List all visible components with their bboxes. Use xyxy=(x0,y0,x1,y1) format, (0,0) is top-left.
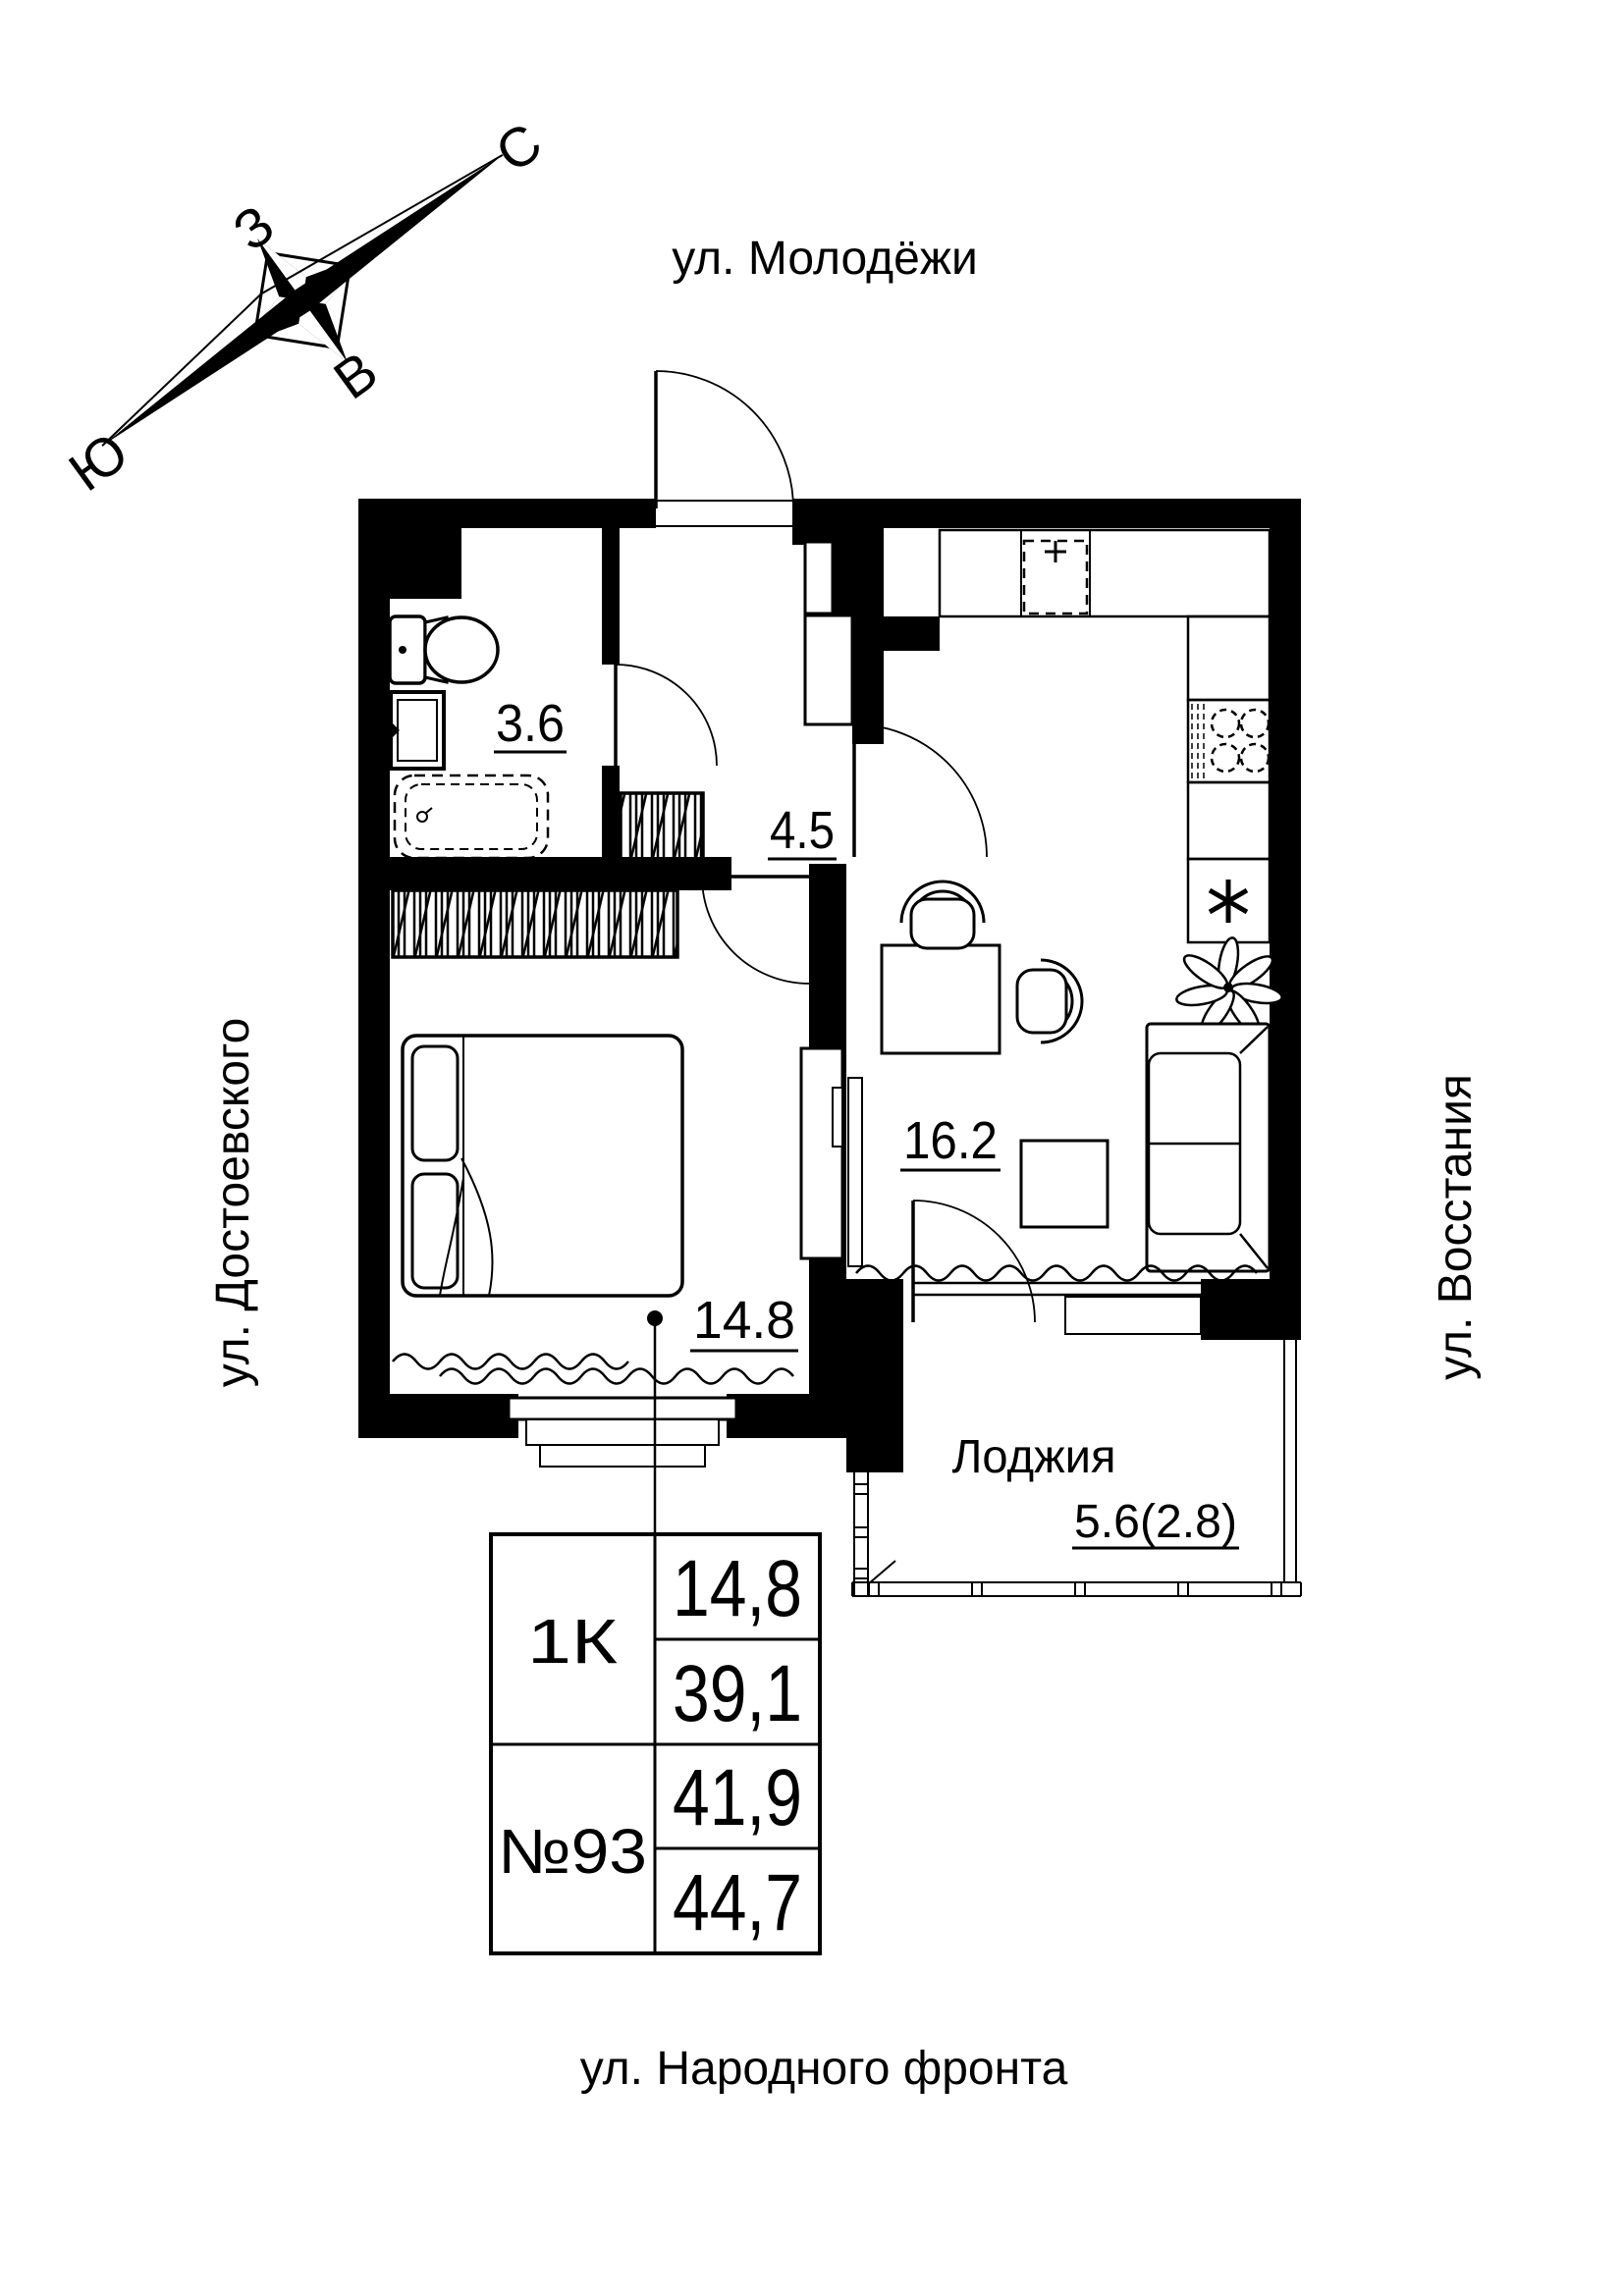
radiator-icon xyxy=(855,1264,1258,1282)
tv-icon xyxy=(847,1077,863,1267)
balcony-door-icon xyxy=(911,1200,1036,1323)
chair-icon xyxy=(899,880,986,950)
room-label-hallway: 4.5 xyxy=(768,801,837,861)
bedroom-door-icon xyxy=(701,875,810,985)
room-label-kitchen-living: 16.2 xyxy=(900,1111,1001,1172)
dresser-icon xyxy=(799,1046,844,1260)
vent-shaft-icon xyxy=(803,540,854,726)
chair-icon xyxy=(1015,958,1084,1044)
bedroom-window-icon xyxy=(507,1396,738,1468)
livingroom-door-icon xyxy=(852,723,988,858)
callout xyxy=(647,1310,663,1534)
street-label-left: ул. Достоевского xyxy=(207,1018,259,1388)
info-unit-type: 1К xyxy=(527,1606,618,1677)
desk-icon xyxy=(880,943,1001,1055)
svg-text:4.5: 4.5 xyxy=(770,801,835,860)
kitchen-counter-icon xyxy=(938,528,1271,702)
bed-icon xyxy=(401,1034,684,1298)
street-label-bottom: ул. Народного фронта xyxy=(580,2043,1068,2095)
info-value-2: 41,9 xyxy=(673,1753,802,1842)
svg-text:5.6(2.8): 5.6(2.8) xyxy=(1074,1496,1237,1548)
toilet-icon xyxy=(388,614,500,685)
sofa-icon xyxy=(1145,1022,1271,1273)
entrance-door-icon xyxy=(654,370,794,527)
info-value-1: 39,1 xyxy=(673,1649,802,1738)
bathroom-door-icon xyxy=(614,664,718,767)
svg-text:16.2: 16.2 xyxy=(903,1111,998,1170)
street-label-right: ул. Восстания xyxy=(1430,1074,1482,1380)
coffee-table-icon xyxy=(1019,1139,1109,1229)
info-value-total: 44,7 xyxy=(673,1858,802,1948)
info-value-living: 14,8 xyxy=(673,1544,802,1633)
balcony-window-icon xyxy=(913,1281,1202,1335)
info-apartment-number: №93 xyxy=(498,1816,647,1887)
svg-text:Лоджия: Лоджия xyxy=(952,1431,1116,1483)
svg-text:3.6: 3.6 xyxy=(496,694,565,753)
wardrobe-icon xyxy=(391,888,679,959)
room-label-bedroom: 14.8 xyxy=(690,1291,798,1353)
closet-icon xyxy=(619,791,705,868)
apartment-info-table: 1К №93 14,8 39,1 41,9 44,7 xyxy=(489,1532,822,1955)
room-label-bathroom: 3.6 xyxy=(494,694,567,754)
svg-text:14.8: 14.8 xyxy=(693,1291,795,1350)
room-label-loggia: Лоджия 5.6(2.8) xyxy=(952,1431,1239,1550)
walls xyxy=(358,499,1301,1472)
sink-icon xyxy=(384,690,446,771)
bathtub-icon xyxy=(393,774,550,860)
radiator-icon xyxy=(439,1367,794,1385)
radiator-icon xyxy=(392,1353,629,1370)
loggia-glazing-icon xyxy=(851,1340,1302,1597)
street-label-top: ул. Молодёжи xyxy=(672,233,978,285)
